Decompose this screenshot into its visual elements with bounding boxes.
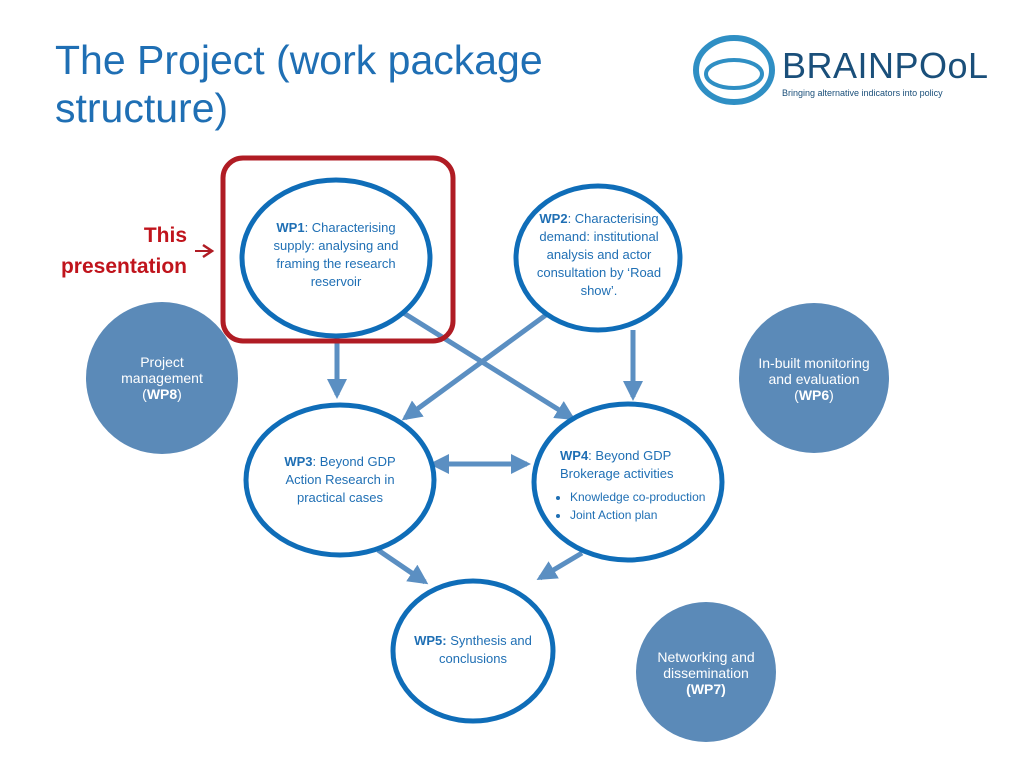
page-title: The Project (work package structure) (55, 36, 543, 132)
wp5-ellipse (390, 578, 556, 724)
wp1-text: WP1: Characterising supply: analysing an… (258, 219, 414, 291)
wp1-label: WP1 (276, 220, 305, 235)
wp1-description: : Characterising supply: analysing and f… (273, 220, 399, 289)
callout-arrow-icon (202, 243, 215, 259)
wp4-label: WP4 (560, 448, 589, 463)
brainpool-logo: BRAINPOoL Bringing alternative indicator… (690, 30, 1000, 110)
logo-name: BRAINPOoL (782, 45, 989, 86)
wp4-bullet-item: Joint Action plan (570, 507, 705, 523)
wp3-ellipse (243, 402, 437, 558)
wp4-text: WP4: Beyond GDP Brokerage activities (548, 447, 716, 483)
callout-line-2: presentation (60, 255, 187, 278)
this-presentation-callout: This presentation (25, 220, 187, 282)
wp1-highlight-box (220, 155, 456, 344)
wp3-description: : Beyond GDP Action Research in practica… (285, 454, 396, 505)
wp5-node: WP5: Synthesis and conclusions (410, 620, 536, 680)
wp2-description: : Characterising demand: institutional a… (536, 211, 662, 298)
wp8-id: (WP8) (142, 386, 182, 402)
logo-tagline: Bringing alternative indicators into pol… (782, 88, 943, 98)
wp2-node: WP2: Characterising demand: institutiona… (530, 205, 668, 305)
wp6-label: WP6 (798, 387, 830, 403)
wp4-bullet-item: Knowledge co-production (570, 489, 705, 505)
page-title-line-1: The Project (work package (55, 37, 543, 83)
wp4-ellipse (531, 401, 725, 563)
wp7-circle (636, 602, 776, 742)
wp8-circle (86, 302, 238, 454)
wp6-id: (WP6) (794, 387, 834, 403)
wp6-support: In-built monitoring and evaluation (WP6) (752, 336, 876, 422)
wp3-text: WP3: Beyond GDP Action Research in pract… (265, 453, 415, 507)
wp8-description: Project management (121, 354, 203, 386)
wp2-label: WP2 (539, 211, 568, 226)
logo-rings-icon (693, 35, 775, 105)
wp5-description: Synthesis and conclusions (439, 633, 532, 666)
arrow-wp3-to-wp5 (376, 547, 429, 585)
wp7-support: Networking and dissemination (WP7) (650, 630, 762, 716)
wp2-ellipse (513, 183, 683, 333)
page-title-line-2: structure) (55, 85, 229, 131)
wp7-label: (WP7) (686, 681, 726, 697)
wp3-node: WP3: Beyond GDP Action Research in pract… (265, 440, 415, 520)
wp6-circle (739, 303, 889, 453)
wp4-bullet-list: Knowledge co-production Joint Action pla… (548, 489, 705, 525)
wp5-text: WP5: Synthesis and conclusions (410, 632, 536, 668)
wp2-text: WP2: Characterising demand: institutiona… (530, 210, 668, 300)
wp8-label: WP8 (146, 386, 178, 402)
wp3-label: WP3 (284, 454, 313, 469)
wp1-node: WP1: Characterising supply: analysing an… (258, 200, 414, 310)
wp7-description: Networking and dissemination (657, 649, 755, 681)
arrow-wp1-to-wp4 (400, 309, 576, 421)
wp8-support: Project management (WP8) (106, 340, 218, 416)
arrow-wp2-to-wp3 (401, 309, 552, 421)
wp6-description: In-built monitoring and evaluation (758, 355, 870, 387)
wp5-label: WP5: (414, 633, 447, 648)
callout-line-1: This (143, 224, 187, 247)
wp1-ellipse (239, 177, 433, 339)
wp4-description: : Beyond GDP Brokerage activities (560, 448, 674, 481)
wp7-id: (WP7) (686, 681, 726, 697)
wp4-node: WP4: Beyond GDP Brokerage activities Kno… (548, 430, 716, 542)
arrow-wp4-to-wp5 (536, 550, 584, 581)
